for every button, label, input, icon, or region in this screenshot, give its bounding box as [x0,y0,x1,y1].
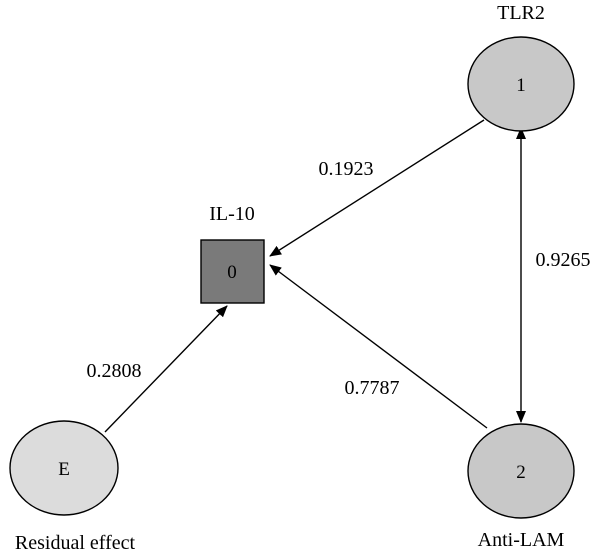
node-il10-name: IL-10 [209,203,255,225]
node-il10-box [200,239,265,304]
node-tlr2-circle [467,36,575,132]
edge-residual-to-il10 [104,305,228,433]
node-antilam-circle [467,423,575,519]
edge-label-antilam-to-il10: 0.7787 [345,377,400,399]
node-residual-name: Residual effect [15,532,136,554]
node-tlr2-id: 1 [516,75,526,96]
edge-label-tlr2-to-il10: 0.1923 [319,158,374,180]
node-antilam-id: 2 [516,462,526,483]
node-antilam-name: Anti-LAM [478,529,565,551]
node-il10-id: 0 [227,262,237,283]
node-tlr2-name: TLR2 [497,2,545,24]
node-residual-id: E [58,459,70,480]
node-residual-circle [9,420,119,516]
edge-label-tlr2-antilam: 0.9265 [536,249,591,271]
edge-antilam-to-il10 [269,264,488,429]
edge-tlr2-to-il10 [269,119,485,257]
edge-label-residual-to-il10: 0.2808 [87,360,142,382]
